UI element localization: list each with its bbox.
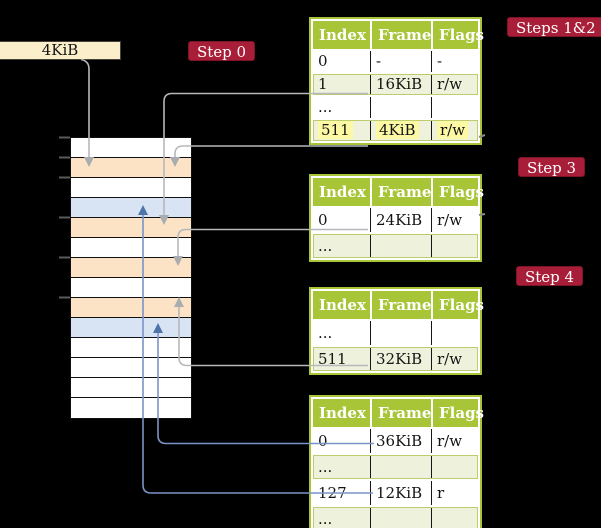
cell-flags: [431, 97, 478, 118]
cell-frame: 12KiB: [370, 481, 431, 505]
memory-row-mapped: [71, 198, 191, 218]
table-row: 0 24KiB r/w: [313, 208, 478, 232]
cell-index: 511: [318, 350, 347, 368]
badge-step-3: Step 3: [518, 157, 586, 177]
page-table-steps-1-2: Index Frame Flags 0 - - 1 16KiB r/w ... …: [309, 17, 484, 145]
header-flags: Flags: [431, 291, 484, 319]
header-frame: Frame: [370, 291, 431, 319]
memory-row-free: [71, 378, 191, 398]
badge-step-0: Step 0: [188, 41, 256, 61]
memory-row-page-table: [71, 218, 191, 238]
badge-steps-1-2: Steps 1&2: [507, 17, 601, 37]
root-table-pointer-box: 4KiB: [0, 41, 121, 60]
memory-row-free: [71, 278, 191, 298]
page-table-step-4: Index Frame Flags ... 511 32KiB r/w: [309, 287, 484, 375]
arrow-entry511-to-4kib: [170, 145, 368, 167]
table-row: 127 12KiB r: [313, 481, 478, 505]
table-row: ...: [313, 321, 478, 345]
header-flags: Flags: [431, 178, 484, 206]
table-row: ...: [313, 455, 478, 479]
cell-index: ...: [318, 98, 333, 116]
cell-index: ...: [318, 458, 333, 476]
cell-frame: 4KiB: [370, 120, 431, 141]
table-row: 511 32KiB r/w: [313, 347, 478, 371]
cell-flags: r: [431, 481, 478, 505]
header-flags: Flags: [431, 21, 484, 49]
table-row: ...: [313, 234, 478, 258]
table-row: 0 36KiB r/w: [313, 429, 478, 453]
cell-frame: [370, 455, 431, 479]
badge-step-4: Step 4: [516, 266, 584, 286]
memory-row-free: [71, 338, 191, 358]
memory-row-free: [71, 398, 191, 418]
cell-flags: -: [431, 51, 478, 72]
cell-flags: r/w: [431, 429, 478, 453]
memory-row-page-table: [71, 158, 191, 178]
cell-frame: [370, 97, 431, 118]
header-index: Index: [319, 404, 366, 422]
cell-frame: 16KiB: [370, 74, 431, 95]
cell-flags: r/w: [431, 74, 478, 95]
cell-index: ...: [318, 237, 333, 255]
header-flags: Flags: [431, 399, 484, 427]
header-index: Index: [319, 296, 366, 314]
table-row: 0 - -: [313, 51, 478, 72]
cell-frame: 24KiB: [370, 208, 431, 232]
cell-frame: [370, 321, 431, 345]
cell-index: 1: [318, 75, 328, 93]
header-frame: Frame: [370, 178, 431, 206]
cell-flags: [431, 234, 478, 258]
cell-flags: r/w: [431, 347, 478, 371]
cell-index: 127: [318, 484, 347, 502]
cell-frame: 32KiB: [370, 347, 431, 371]
page-table-step-3: Index Frame Flags 0 24KiB r/w ...: [309, 174, 484, 262]
cell-flags: r/w: [431, 120, 478, 141]
memory-row-free: [71, 138, 191, 158]
highlight-mark: 4KiB: [376, 121, 419, 139]
cell-flags: r/w: [431, 208, 478, 232]
memory-row-free: [71, 238, 191, 258]
cell-frame: [370, 234, 431, 258]
cell-index: 0: [318, 211, 328, 229]
table-header: Index Frame Flags: [313, 178, 484, 206]
table-header: Index Frame Flags: [313, 399, 484, 427]
table-header: Index Frame Flags: [313, 291, 484, 319]
memory-table: [70, 137, 192, 419]
header-frame: Frame: [370, 399, 431, 427]
cell-index: ...: [318, 510, 333, 528]
table-row: ...: [313, 507, 478, 528]
memory-row-free: [71, 178, 191, 198]
table-row: 1 16KiB r/w: [313, 74, 478, 95]
memory-row-mapped: [71, 318, 191, 338]
cell-index: 0: [318, 432, 328, 450]
cell-index: 511: [313, 120, 370, 141]
highlight-mark: 511: [318, 121, 353, 139]
cell-index: 0: [318, 52, 328, 70]
cell-flags: [431, 507, 478, 528]
highlight-mark: r/w: [437, 121, 469, 139]
cell-index: ...: [318, 324, 333, 342]
cell-flags: [431, 321, 478, 345]
table-row: ...: [313, 97, 478, 118]
memory-row-page-table: [71, 258, 191, 278]
memory-row-page-table: [71, 298, 191, 318]
cell-frame: [370, 507, 431, 528]
cell-frame: -: [370, 51, 431, 72]
header-index: Index: [319, 183, 366, 201]
root-table-pointer-label: 4KiB: [41, 41, 79, 59]
cell-frame: 36KiB: [370, 429, 431, 453]
table-row-highlighted: 511 4KiB r/w: [313, 120, 478, 141]
memory-tick-marks: [59, 136, 70, 299]
header-index: Index: [319, 26, 366, 44]
page-table-level-1: Index Frame Flags 0 36KiB r/w ... 127 12…: [309, 395, 484, 528]
header-frame: Frame: [370, 21, 431, 49]
memory-row-free: [71, 358, 191, 378]
cell-flags: [431, 455, 478, 479]
table-header: Index Frame Flags: [313, 21, 484, 49]
